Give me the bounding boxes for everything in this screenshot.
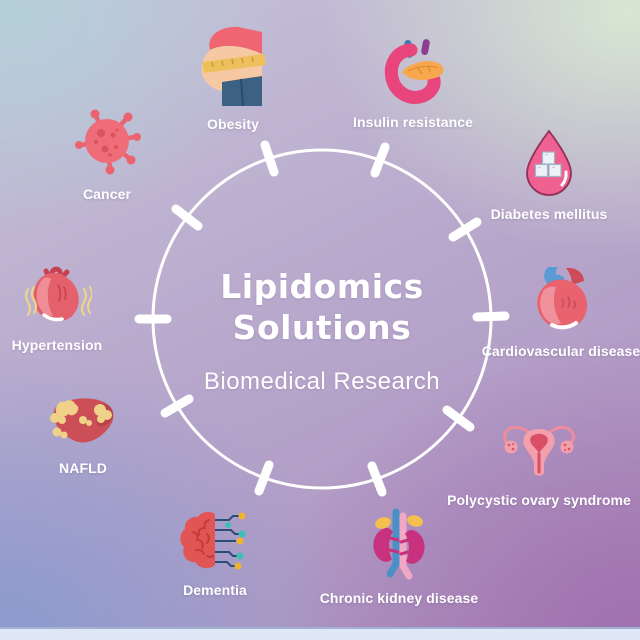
heart-organ-icon	[528, 263, 594, 333]
title-line-2: Solutions	[232, 308, 412, 347]
disease-item-polycystic-ovary-syndrome: Polycystic ovary syndrome	[429, 420, 640, 508]
obesity-belly-tape-icon	[198, 24, 268, 106]
disease-item-hypertension: Hypertension	[0, 263, 122, 353]
pancreas-icon	[380, 38, 446, 104]
ring-tick-marks	[134, 140, 510, 497]
bottom-page-edge-strip	[0, 627, 640, 640]
disease-item-cardiovascular-disease: Cardiovascular disease	[466, 263, 640, 359]
brain-circuit-icon	[179, 510, 251, 572]
disease-label: Cardiovascular disease	[481, 343, 640, 359]
blood-drop-sugar-cubes-icon	[521, 128, 577, 196]
center-text-block: Lipidomics Solutions Biomedical Research	[122, 119, 522, 519]
disease-label: Polycystic ovary syndrome	[447, 492, 631, 508]
fatty-liver-icon	[45, 392, 121, 450]
disease-item-nafld: NAFLD	[23, 392, 143, 476]
disease-label: NAFLD	[59, 460, 107, 476]
disease-item-obesity: Obesity	[173, 24, 293, 132]
subtitle: Biomedical Research	[203, 368, 441, 396]
disease-label: Cancer	[82, 186, 132, 202]
kidneys-icon	[368, 508, 430, 580]
disease-label: Insulin resistance	[352, 114, 474, 130]
cancer-cell-icon	[72, 106, 142, 176]
disease-item-insulin-resistance: Insulin resistance	[333, 38, 493, 130]
disease-item-diabetes-mellitus: Diabetes mellitus	[469, 128, 629, 222]
disease-item-cancer: Cancer	[47, 106, 167, 202]
disease-label: Diabetes mellitus	[490, 206, 608, 222]
title-line-1: Lipidomics	[220, 266, 424, 306]
disease-label: Chronic kidney disease	[319, 590, 479, 606]
disease-item-dementia: Dementia	[150, 510, 280, 598]
pressured-heart-icon	[22, 263, 92, 327]
disease-label: Obesity	[206, 116, 260, 132]
uterus-ovaries-icon	[500, 420, 578, 482]
disease-label: Hypertension	[11, 337, 103, 353]
center-ring-with-ticks	[134, 140, 510, 497]
disease-label: Dementia	[183, 582, 247, 598]
disease-item-chronic-kidney-disease: Chronic kidney disease	[304, 508, 494, 606]
